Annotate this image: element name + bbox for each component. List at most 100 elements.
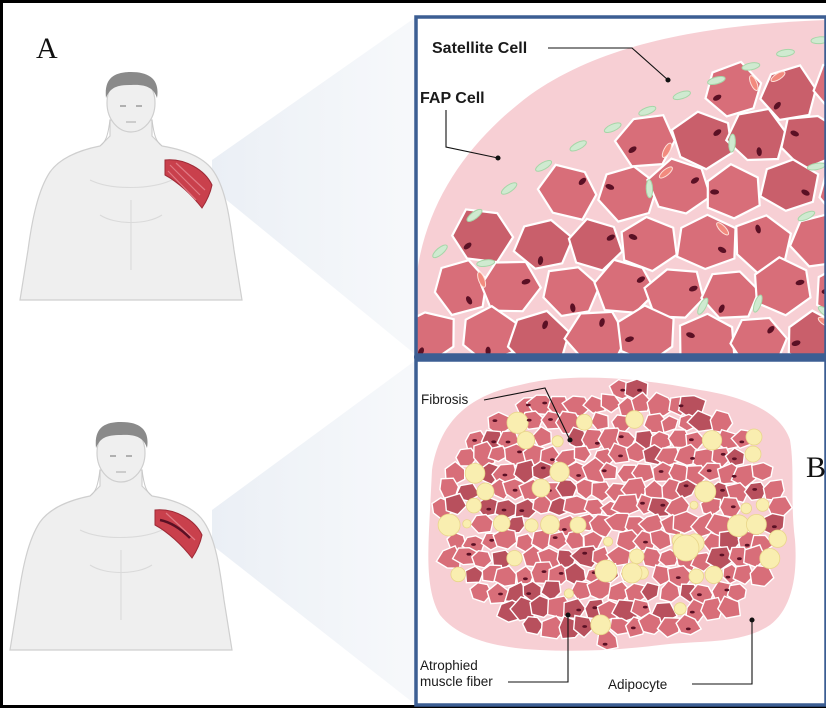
- myonucleus: [576, 609, 581, 612]
- myonucleus: [720, 489, 725, 492]
- myonucleus: [562, 528, 567, 531]
- myonucleus: [689, 438, 694, 441]
- myonucleus: [737, 557, 742, 560]
- myonucleus: [739, 441, 744, 444]
- myonucleus: [526, 404, 531, 407]
- myonucleus: [707, 469, 712, 472]
- myonucleus: [721, 453, 726, 456]
- myonucleus: [643, 606, 648, 609]
- myonucleus: [471, 543, 476, 546]
- panel-label-a: A: [36, 34, 58, 64]
- myonucleus: [726, 576, 731, 579]
- myonucleus: [523, 577, 528, 580]
- myonucleus: [686, 628, 691, 631]
- myonucleus: [676, 576, 681, 579]
- myonucleus: [690, 611, 695, 614]
- adipocyte: [564, 589, 573, 598]
- adipocyte: [604, 537, 613, 546]
- adipocyte: [746, 514, 766, 534]
- myonucleus: [697, 593, 702, 596]
- myonucleus: [576, 474, 581, 477]
- myonucleus: [503, 474, 508, 477]
- myonucleus: [542, 570, 547, 573]
- myonucleus: [684, 484, 689, 487]
- zoom-beam-b: [212, 360, 416, 705]
- adipocyte: [525, 519, 538, 532]
- human-torso-icon: [10, 422, 232, 650]
- myonucleus: [502, 509, 507, 512]
- adipocyte: [463, 520, 471, 528]
- myonucleus: [602, 469, 607, 472]
- adipocyte: [550, 462, 569, 481]
- myonucleus: [550, 458, 555, 461]
- myonucleus: [472, 439, 477, 442]
- myonucleus: [603, 643, 608, 646]
- adipocyte: [756, 499, 769, 512]
- adipocyte: [507, 412, 528, 433]
- panel-label-b: B: [806, 453, 826, 483]
- adipocyte: [595, 560, 617, 582]
- atrophied-fiber: [563, 496, 587, 515]
- adipocyte: [477, 483, 494, 500]
- myonucleus: [659, 470, 664, 473]
- myonucleus: [595, 442, 600, 445]
- myonucleus: [745, 544, 750, 547]
- myonucleus: [559, 572, 564, 575]
- adipocyte: [467, 498, 482, 513]
- adipocyte: [622, 563, 642, 583]
- satellite-cell-label: Satellite Cell: [432, 40, 527, 58]
- adipocyte: [532, 479, 550, 497]
- myonucleus: [517, 451, 522, 454]
- adipocyte: [745, 446, 761, 462]
- myonucleus: [720, 554, 725, 557]
- adipocyte: [465, 463, 485, 483]
- myonucleus: [631, 627, 636, 630]
- adipocyte: [507, 551, 522, 566]
- myonucleus: [732, 475, 737, 478]
- myonucleus: [519, 509, 524, 512]
- myonucleus: [527, 419, 532, 422]
- myonucleus: [548, 418, 553, 421]
- adipocyte: [674, 603, 686, 615]
- adipocyte: [760, 549, 780, 569]
- atrophied-fiber-label: Atrophied muscle fiber: [420, 658, 493, 689]
- myonucleus: [498, 593, 503, 596]
- myonucleus: [541, 467, 546, 470]
- adipocyte: [493, 515, 510, 532]
- zoom-beam-a: [212, 17, 416, 355]
- adipocyte: [438, 514, 460, 536]
- myonucleus: [752, 488, 757, 491]
- myonucleus: [732, 457, 737, 460]
- adipocyte-label: Adipocyte: [608, 677, 667, 693]
- adipocyte: [690, 501, 698, 509]
- atrophied-fiber-label-line2: muscle fiber: [420, 674, 493, 690]
- myonucleus: [542, 402, 547, 405]
- adipocyte: [576, 414, 592, 430]
- myonucleus: [640, 502, 645, 505]
- adipocyte: [689, 569, 704, 584]
- atrophied-fiber: [752, 463, 773, 481]
- myonucleus: [592, 606, 597, 609]
- adipocyte: [702, 431, 721, 450]
- myonucleus: [489, 539, 494, 542]
- adipocyte: [570, 517, 586, 533]
- myonucleus: [619, 435, 624, 438]
- adipocyte: [591, 615, 611, 635]
- myonucleus: [690, 457, 695, 460]
- myonucleus: [582, 552, 587, 555]
- fibrosis-label: Fibrosis: [421, 392, 468, 408]
- myonucleus: [553, 536, 558, 539]
- fap-cell: [646, 180, 653, 198]
- myonucleus: [643, 541, 648, 544]
- degenerated-muscle-inset: [416, 360, 826, 705]
- myonucleus: [491, 440, 496, 443]
- myonucleus: [513, 489, 518, 492]
- adipocyte: [451, 567, 466, 582]
- myonucleus: [731, 505, 736, 508]
- adipocyte: [705, 566, 722, 583]
- human-torso-icon: [20, 72, 242, 300]
- adipocyte: [673, 535, 699, 561]
- adipocyte: [552, 436, 563, 447]
- adipocyte: [629, 549, 644, 564]
